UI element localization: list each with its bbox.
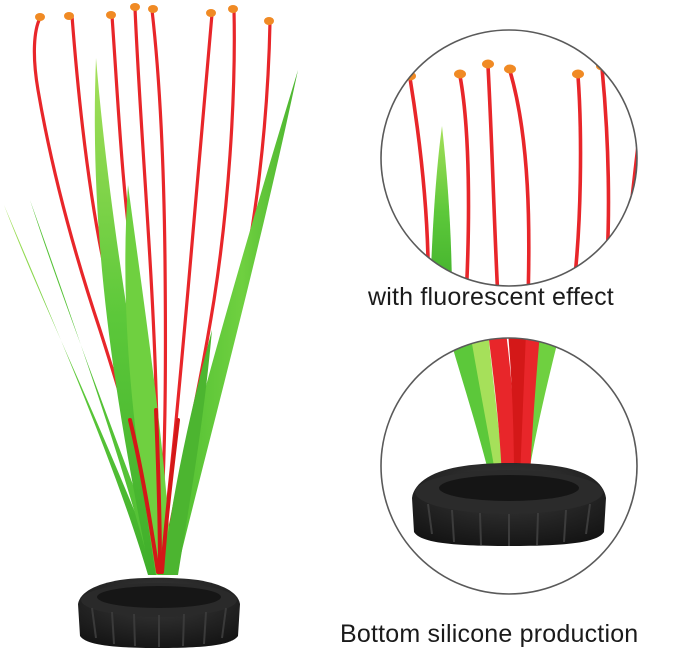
red-stems-detail-bottom: [488, 338, 540, 478]
plant-base-detail: [412, 463, 606, 546]
stem-tips-main: [35, 3, 274, 25]
main-plant: [4, 3, 298, 648]
caption-bottom-silicone: Bottom silicone production: [340, 620, 639, 648]
caption-fluorescent-effect: with fluorescent effect: [368, 283, 614, 311]
detail-circle-top: [380, 29, 638, 287]
detail-circle-bottom: [380, 337, 638, 595]
leaf-detail-top: [430, 126, 452, 286]
red-stems-front: [128, 408, 180, 574]
plant-base-main: [78, 577, 240, 648]
